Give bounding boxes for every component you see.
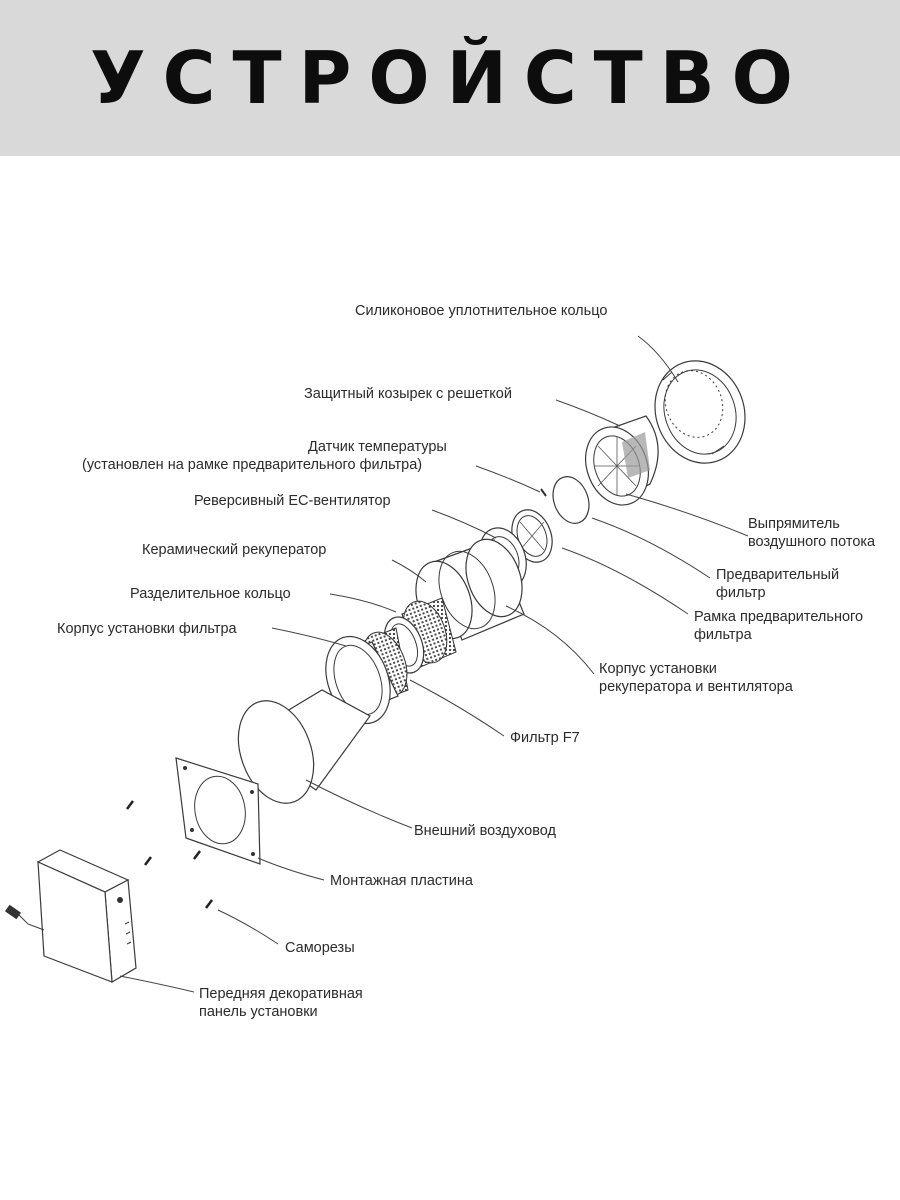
label-front-panel-2: панель установки bbox=[199, 1004, 318, 1020]
temperature-sensor-part bbox=[540, 488, 547, 497]
label-outer-duct: Внешний воздуховод bbox=[414, 823, 557, 839]
label-front-panel-1: Передняя декоративная bbox=[199, 986, 363, 1002]
label-mount-plate: Монтажная пластина bbox=[330, 873, 474, 889]
screws-part bbox=[126, 800, 213, 909]
label-temp-sensor-2: (установлен на рамке предварительного фи… bbox=[82, 457, 422, 473]
pre-filter-part bbox=[552, 476, 590, 524]
header-banner bbox=[0, 0, 900, 156]
mounting-plate-part bbox=[175, 757, 261, 865]
leader-lines bbox=[119, 335, 749, 993]
label-recup-housing-1: Корпус установки bbox=[599, 661, 717, 677]
label-prefilter-frame-2: фильтра bbox=[694, 627, 753, 643]
silicone-ring-part bbox=[654, 360, 746, 464]
label-separator-ring: Разделительное кольцо bbox=[130, 586, 291, 602]
page-title: УСТРОЙСТВО bbox=[90, 36, 810, 120]
label-filter-housing: Корпус установки фильтра bbox=[57, 621, 238, 637]
label-silicone-ring: Силиконовое уплотнительное кольцо bbox=[355, 303, 607, 319]
callout-labels: Силиконовое уплотнительное кольцо Защитн… bbox=[57, 303, 876, 1020]
label-flow-straightener-1: Выпрямитель bbox=[748, 516, 840, 532]
protective-visor-part bbox=[585, 415, 659, 506]
outer-duct-part bbox=[237, 689, 371, 804]
label-prefilter-2: фильтр bbox=[716, 585, 766, 601]
recuperator-housing-part bbox=[415, 538, 525, 641]
label-recuperator: Керамический рекуператор bbox=[142, 542, 326, 558]
label-recup-housing-2: рекуператора и вентилятора bbox=[599, 679, 794, 695]
front-panel-part bbox=[4, 849, 137, 984]
label-flow-straightener-2: воздушного потока bbox=[748, 534, 876, 550]
label-filter-f7: Фильтр F7 bbox=[510, 730, 580, 746]
label-fan: Реверсивный ЕС-вентилятор bbox=[194, 493, 391, 509]
label-prefilter-frame-1: Рамка предварительного bbox=[694, 609, 863, 625]
label-temp-sensor-1: Датчик температуры bbox=[308, 439, 447, 455]
label-screws: Саморезы bbox=[285, 940, 355, 956]
label-prefilter-1: Предварительный bbox=[716, 567, 839, 583]
label-visor: Защитный козырек с решеткой bbox=[304, 386, 512, 402]
